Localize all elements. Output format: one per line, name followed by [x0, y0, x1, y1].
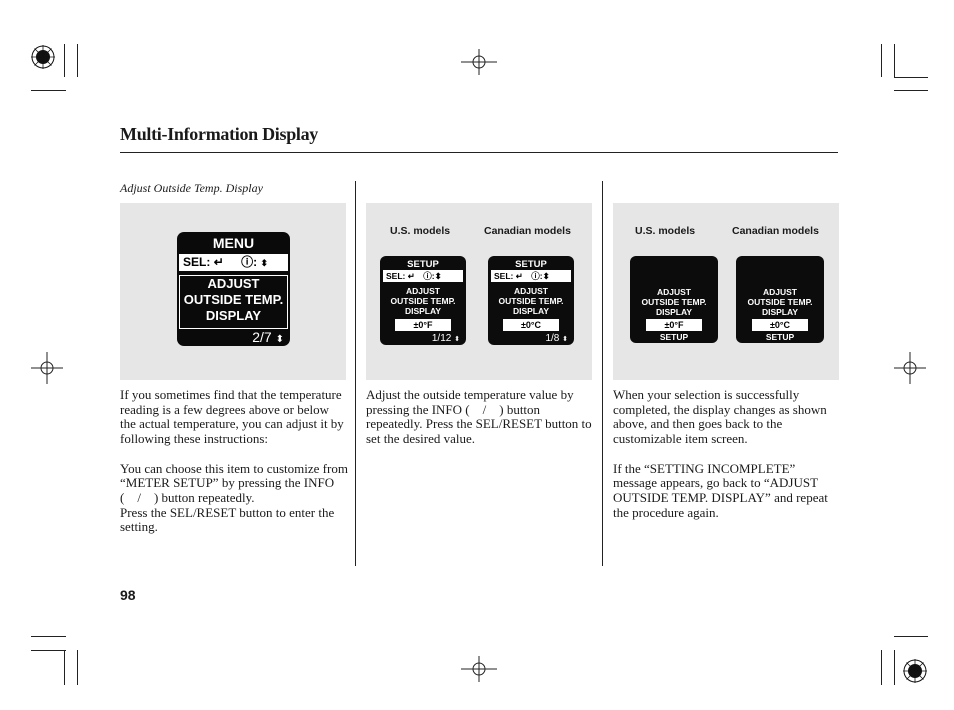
section-caption: Adjust Outside Temp. Display: [120, 181, 263, 195]
info-icon: ⓘ:: [241, 255, 258, 269]
us-complete-display: ADJUST OUTSIDE TEMP. DISPLAY ±0°F SETUP: [630, 256, 718, 343]
sunburst-register-icon: [903, 659, 927, 683]
crop-mark: [31, 636, 66, 637]
crop-mark: [64, 44, 65, 77]
ca-complete-display: ADJUST OUTSIDE TEMP. DISPLAY ±0°C SETUP: [736, 256, 824, 343]
crop-mark: [31, 90, 66, 91]
sunburst-register-icon: [31, 45, 55, 69]
up-down-arrows-icon: ⬍: [562, 336, 568, 343]
us-models-label: U.S. models: [635, 225, 696, 237]
page-indicator: 2/7 ⬍: [252, 329, 284, 345]
menu-item-box: ADJUST OUTSIDE TEMP. DISPLAY: [179, 275, 288, 329]
sel-label: SEL:: [183, 255, 211, 269]
msg-line-2: OUTSIDE TEMP.: [747, 297, 813, 307]
sel-row: SEL: ↵ ⓘ: ⬍: [179, 254, 288, 271]
menu-header: MENU: [212, 235, 255, 251]
crop-mark: [894, 636, 928, 637]
menu-line-1: ADJUST: [207, 276, 260, 291]
msg-line-1: ADJUST: [656, 287, 691, 297]
paragraph: You can choose this item to customize fr…: [120, 460, 348, 505]
illustration-panel-menu: MENU SEL: ↵ ⓘ: ⬍ ADJUST OUTSIDE TEMP. DI…: [120, 203, 346, 380]
paragraph: If you sometimes find that the temperatu…: [120, 387, 344, 447]
page-indicator: 1/12 ⬍: [431, 333, 460, 344]
msg-line-2: OUTSIDE TEMP.: [641, 297, 707, 307]
msg-line-2: OUTSIDE TEMP.: [390, 296, 456, 306]
paragraph: If the “SETTING INCOMPLETE” message appe…: [613, 460, 828, 520]
us-models-label: U.S. models: [390, 225, 451, 237]
registration-mark-icon: [461, 49, 497, 75]
temp-value-box: ±0°F: [646, 319, 702, 331]
column-3-text: When your selection is successfully comp…: [613, 387, 839, 535]
paragraph: When your selection is successfully comp…: [613, 387, 827, 447]
crop-mark: [31, 650, 66, 651]
crop-mark: [77, 650, 78, 685]
enter-arrow-icon: ↵: [213, 255, 224, 269]
page-title: Multi-Information Display: [120, 124, 319, 144]
info-icon: ⓘ:⬍: [423, 271, 442, 281]
column-2-text: Adjust the outside temperature value by …: [366, 387, 594, 462]
up-down-arrows-icon: ⬍: [260, 258, 268, 268]
us-setup-display: SETUP SEL: ↵ ⓘ:⬍ ADJUST OUTSIDE TEMP. DI…: [380, 256, 466, 345]
canadian-models-label: Canadian models: [732, 225, 819, 237]
crop-mark: [894, 44, 895, 77]
canadian-models-label: Canadian models: [484, 225, 571, 237]
up-down-arrows-icon: ⬍: [275, 334, 284, 345]
crop-mark: [881, 650, 882, 685]
ca-setup-display: SETUP SEL: ↵ ⓘ:⬍ ADJUST OUTSIDE TEMP. DI…: [488, 256, 574, 345]
registration-mark-icon: [461, 656, 497, 682]
msg-line-1: ADJUST: [405, 286, 440, 296]
msg-line-3: DISPLAY: [404, 306, 442, 316]
menu-line-3: DISPLAY: [205, 308, 262, 323]
page-number: 98: [120, 587, 136, 603]
menu-line-2: OUTSIDE TEMP.: [183, 292, 284, 307]
msg-line-3: DISPLAY: [761, 307, 799, 317]
menu-display: MENU SEL: ↵ ⓘ: ⬍ ADJUST OUTSIDE TEMP. DI…: [177, 232, 290, 346]
registration-mark-icon: [31, 352, 63, 384]
page-indicator: 1/8 ⬍: [545, 333, 568, 344]
title-rule: [120, 152, 838, 153]
setup-header: SETUP: [515, 259, 547, 270]
crop-mark: [77, 44, 78, 77]
enter-arrow-icon: ↵: [407, 271, 415, 281]
column-divider: [355, 181, 356, 566]
crop-mark: [894, 650, 895, 685]
temp-value-box: ±0°C: [503, 319, 559, 331]
info-icon: ⓘ:⬍: [531, 271, 550, 281]
msg-line-3: DISPLAY: [655, 307, 693, 317]
up-down-arrows-icon: ⬍: [454, 336, 460, 343]
temp-value-box: ±0°F: [395, 319, 451, 331]
msg-line-1: ADJUST: [762, 287, 797, 297]
illustration-panel-complete: U.S. models Canadian models ADJUST OUTSI…: [613, 203, 839, 380]
illustration-panel-setup: U.S. models Canadian models SETUP SEL: ↵…: [366, 203, 592, 380]
paragraph: Press the SEL/RESET button to enter the …: [120, 504, 335, 535]
msg-line-1: ADJUST: [513, 286, 548, 296]
crop-mark: [894, 77, 928, 78]
msg-line-3: DISPLAY: [512, 306, 550, 316]
msg-line-2: OUTSIDE TEMP.: [498, 296, 564, 306]
registration-mark-icon: [894, 352, 926, 384]
crop-mark: [881, 44, 882, 77]
paragraph: Adjust the outside temperature value by …: [366, 387, 592, 447]
sel-row: SEL: ↵ ⓘ:⬍: [383, 270, 463, 282]
crop-mark: [64, 650, 65, 685]
temp-value-box: ±0°C: [752, 319, 808, 331]
crop-mark: [894, 90, 928, 91]
column-1-text: If you sometimes find that the temperatu…: [120, 387, 348, 535]
enter-arrow-icon: ↵: [515, 271, 523, 281]
setup-header: SETUP: [407, 259, 439, 270]
setup-footer: SETUP: [765, 332, 795, 342]
setup-footer: SETUP: [659, 332, 689, 342]
column-divider: [602, 181, 603, 566]
sel-row: SEL: ↵ ⓘ:⬍: [491, 270, 571, 282]
